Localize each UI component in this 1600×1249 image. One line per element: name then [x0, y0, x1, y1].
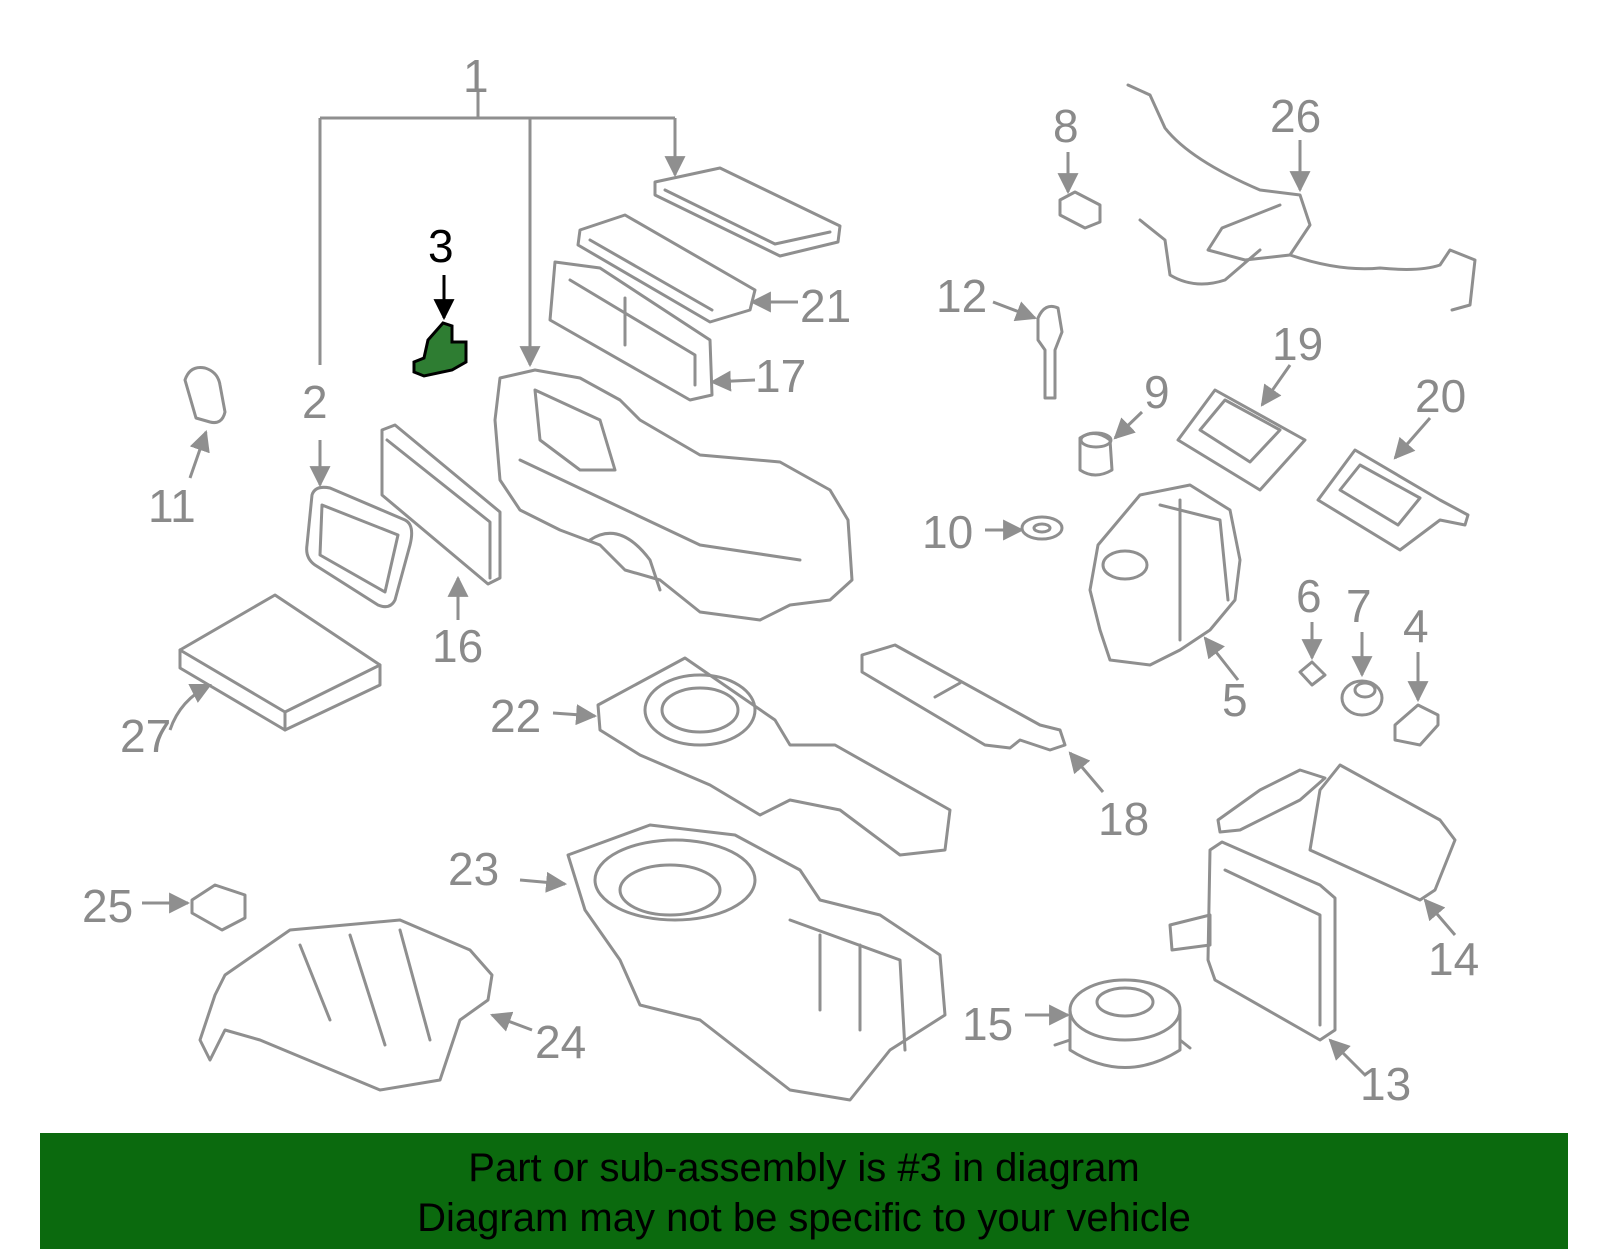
callout-21: 21: [800, 280, 851, 332]
callout-1: 1: [463, 50, 489, 102]
callout-27: 27: [120, 710, 171, 762]
callout-4: 4: [1403, 600, 1429, 652]
part-6: [1298, 622, 1327, 687]
part-16: [380, 423, 502, 620]
callout-1-bracket: [318, 90, 686, 368]
callout-18: 18: [1098, 793, 1149, 845]
part-9: [1078, 410, 1144, 477]
part-14: [1216, 763, 1457, 936]
part-17: [548, 260, 756, 402]
part-20: [1316, 417, 1470, 552]
callout-2: 2: [302, 376, 328, 428]
callout-12: 12: [936, 270, 987, 322]
part-15: [1025, 978, 1192, 1069]
callout-8: 8: [1053, 100, 1079, 152]
part-12: [992, 300, 1064, 400]
callout-15: 15: [962, 998, 1013, 1050]
part-10: [985, 515, 1064, 541]
part-19: [1176, 364, 1307, 492]
callout-14: 14: [1428, 933, 1479, 985]
part-4: [1393, 652, 1440, 747]
callout-11: 11: [148, 480, 196, 532]
callout-20: 20: [1415, 370, 1466, 422]
part-24: [198, 918, 533, 1092]
part-25: [142, 883, 247, 932]
callout-9: 9: [1144, 366, 1170, 418]
part-22: [552, 656, 952, 857]
part-11: [183, 366, 227, 479]
callout-19: 19: [1272, 318, 1323, 370]
part-26: [1126, 83, 1477, 312]
callout-7: 7: [1346, 580, 1372, 632]
part-27: [168, 593, 382, 732]
callout-6: 6: [1296, 570, 1322, 622]
part-1-housing: [493, 368, 854, 622]
callout-24: 24: [535, 1016, 586, 1068]
callout-22: 22: [490, 690, 541, 742]
callout-13: 13: [1360, 1058, 1411, 1110]
callout-5: 5: [1222, 674, 1248, 726]
part-23: [519, 823, 947, 1102]
info-banner: Part or sub-assembly is #3 in diagram Di…: [40, 1133, 1568, 1249]
banner-line-1: Part or sub-assembly is #3 in diagram: [468, 1146, 1140, 1190]
part-13: [1168, 840, 1367, 1077]
part-2: [305, 440, 414, 609]
callout-25: 25: [82, 880, 133, 932]
callout-17: 17: [755, 350, 806, 402]
callout-23: 23: [448, 843, 499, 895]
part-18: [860, 643, 1105, 793]
part-3-highlighted[interactable]: [412, 275, 468, 378]
callout-16: 16: [432, 620, 483, 672]
callout-10: 10: [922, 506, 973, 558]
part-8: [1057, 152, 1102, 230]
part-5: [1088, 483, 1242, 681]
part-7: [1340, 632, 1384, 717]
banner-line-2: Diagram may not be specific to your vehi…: [417, 1196, 1191, 1240]
part-21: [576, 166, 842, 324]
callout-3: 3: [428, 220, 454, 272]
callout-26: 26: [1270, 90, 1321, 142]
callout-labels: 1 2 3 4 5 6 7 8 9 10 11 12 13 14 15 16 1…: [82, 50, 1479, 1110]
